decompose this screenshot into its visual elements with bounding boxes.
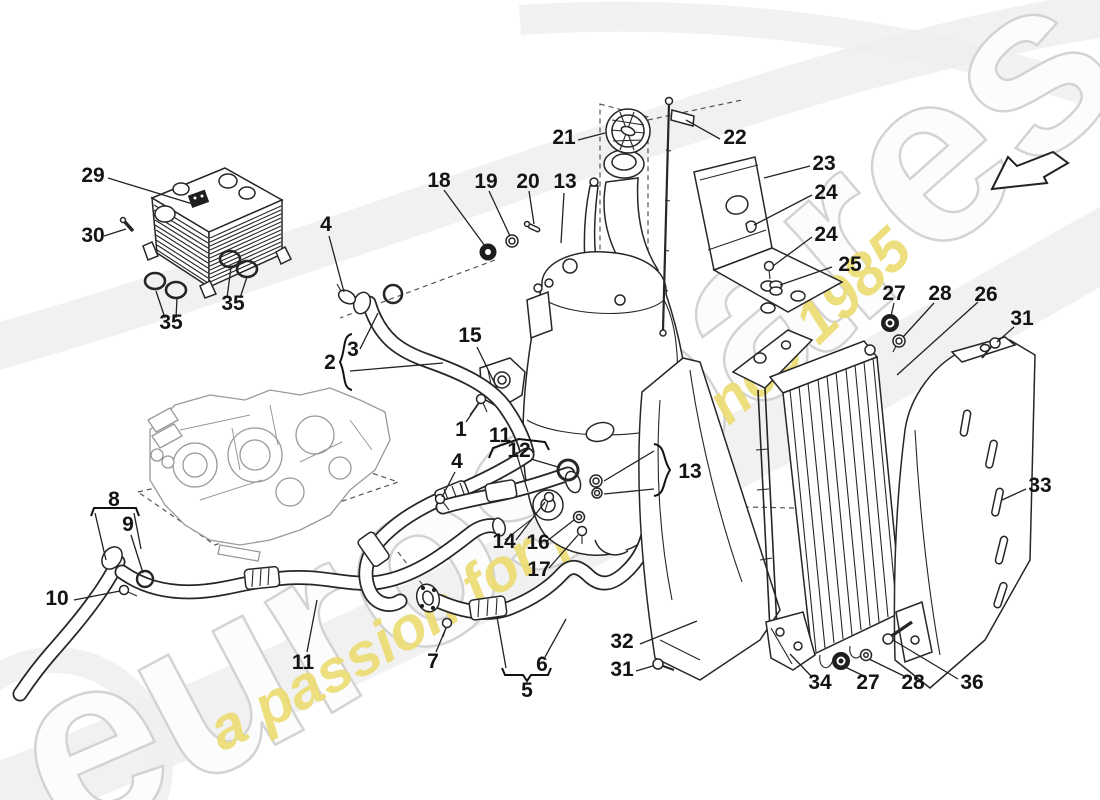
radiator bbox=[731, 329, 903, 669]
grommet-18 bbox=[479, 243, 497, 261]
callout-2: 2 bbox=[324, 351, 336, 374]
direction-arrow-icon bbox=[990, 150, 1070, 191]
callout-4: 4 bbox=[451, 450, 463, 473]
lower-mount-bracket-34 bbox=[765, 611, 816, 671]
shield-slots bbox=[959, 409, 1009, 609]
callout-32: 32 bbox=[610, 630, 633, 653]
grommet-27-lower bbox=[832, 652, 850, 670]
callout-15: 15 bbox=[458, 324, 482, 347]
brace-11-12 bbox=[488, 437, 550, 459]
brace-8 bbox=[90, 507, 140, 517]
callout-33: 33 bbox=[1028, 474, 1051, 497]
grommet-27-upper bbox=[881, 314, 899, 332]
screw-17 bbox=[576, 525, 588, 544]
oil-cooler-fins bbox=[153, 204, 282, 284]
callout-26: 26 bbox=[974, 283, 997, 306]
callout-28: 28 bbox=[928, 282, 952, 305]
oil-cooler bbox=[142, 167, 293, 299]
callout-23: 23 bbox=[812, 152, 835, 175]
tank-drain-washers bbox=[589, 474, 603, 499]
bolt-1 bbox=[475, 393, 488, 413]
oring-9 bbox=[135, 569, 155, 589]
bolt-10 bbox=[118, 584, 138, 597]
callout-36: 36 bbox=[960, 671, 983, 694]
bolt-31-upper bbox=[981, 337, 1001, 359]
callout-31: 31 bbox=[1010, 307, 1034, 330]
mounting-bracket-plate bbox=[693, 156, 844, 314]
callout-8: 8 bbox=[108, 488, 120, 511]
flange-hose-5 bbox=[415, 583, 441, 613]
dowel-pin bbox=[119, 216, 135, 233]
filler-neck-ring bbox=[603, 149, 645, 179]
callout-20: 20 bbox=[516, 170, 539, 193]
nut-28-lower bbox=[859, 648, 873, 662]
dipstick bbox=[659, 96, 695, 337]
callout-27: 27 bbox=[882, 282, 905, 305]
callout-29: 29 bbox=[81, 164, 104, 187]
oring-12 bbox=[556, 458, 580, 482]
callout-7: 7 bbox=[427, 650, 439, 673]
oring-3 bbox=[382, 283, 404, 305]
rubber-buffer-25 bbox=[769, 280, 783, 296]
tube-11-to-tank bbox=[435, 466, 582, 515]
callout-27: 27 bbox=[856, 671, 879, 694]
brace-13 bbox=[653, 443, 672, 497]
callout-10: 10 bbox=[45, 587, 68, 610]
pin-20 bbox=[523, 220, 541, 233]
brace-5 bbox=[501, 667, 552, 683]
washer-16 bbox=[572, 510, 586, 524]
callout-13: 13 bbox=[553, 170, 576, 193]
callout-30: 30 bbox=[81, 224, 104, 247]
washer-28-upper bbox=[892, 334, 906, 353]
leader-lines bbox=[73, 119, 1027, 680]
washer-19 bbox=[505, 234, 519, 248]
callout-13: 13 bbox=[678, 460, 701, 483]
group-braces bbox=[90, 333, 672, 683]
filler-cap bbox=[605, 108, 651, 154]
callout-21: 21 bbox=[552, 126, 576, 149]
callout-31: 31 bbox=[610, 658, 634, 681]
callout-1: 1 bbox=[455, 418, 467, 441]
clamp-4-upper bbox=[336, 283, 357, 305]
bolt-31-lower bbox=[652, 658, 675, 671]
callout-34: 34 bbox=[808, 671, 832, 694]
radiator-core-fins bbox=[789, 357, 898, 653]
callout-16: 16 bbox=[526, 531, 549, 554]
callout-11: 11 bbox=[489, 424, 512, 447]
retaining-clip-24 bbox=[745, 220, 757, 233]
callout-25: 25 bbox=[838, 253, 862, 276]
callout-24: 24 bbox=[814, 181, 838, 204]
callout-19: 19 bbox=[474, 170, 497, 193]
bolt-14 bbox=[543, 491, 555, 512]
callout-24: 24 bbox=[814, 223, 838, 246]
callout-3: 3 bbox=[347, 338, 359, 361]
hose-long-11 bbox=[114, 517, 506, 600]
callout-35: 35 bbox=[221, 292, 245, 315]
callout-9: 9 bbox=[122, 513, 134, 536]
callout-17: 17 bbox=[527, 558, 550, 581]
callout-28: 28 bbox=[901, 671, 925, 694]
bolt-36 bbox=[882, 620, 913, 645]
engine-assembly bbox=[147, 387, 391, 562]
callout-18: 18 bbox=[427, 169, 451, 192]
oil-cooler-label-plate bbox=[187, 189, 210, 209]
callout-14: 14 bbox=[492, 530, 516, 553]
callout-11: 11 bbox=[292, 651, 315, 674]
callout-5: 5 bbox=[521, 679, 533, 702]
callout-4: 4 bbox=[320, 213, 332, 236]
callout-6: 6 bbox=[536, 653, 548, 676]
callout-22: 22 bbox=[723, 126, 746, 149]
hose-lower-left-8 bbox=[12, 546, 126, 702]
callout-12: 12 bbox=[507, 439, 530, 462]
brace-2 bbox=[338, 333, 353, 391]
radiator-shield-left bbox=[638, 357, 781, 681]
radiator-shield-right bbox=[893, 336, 1036, 689]
callout-35: 35 bbox=[159, 311, 183, 334]
